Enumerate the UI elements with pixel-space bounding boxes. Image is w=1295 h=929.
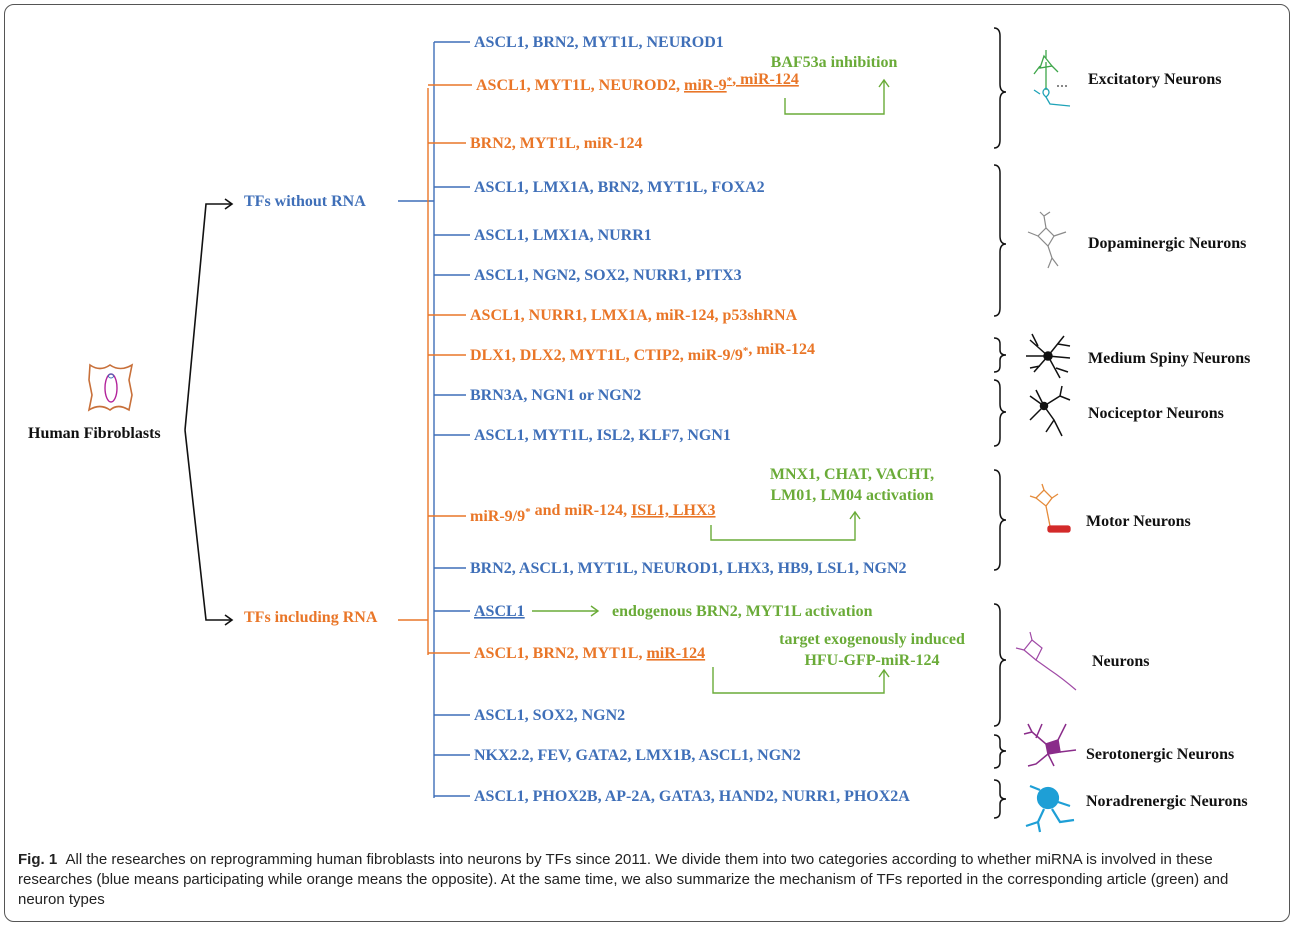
neuron-type-label: Nociceptor Neurons [1088, 405, 1224, 422]
neuron-icon [1015, 631, 1077, 691]
neuron-type-label: Medium Spiny Neurons [1088, 350, 1250, 367]
factor-row: ASCL1, SOX2, NGN2 [474, 707, 625, 724]
factor-row: ASCL1 [474, 603, 525, 620]
caption-text: All the researches on reprogramming huma… [18, 851, 1229, 908]
figure-frame [4, 4, 1290, 922]
neuron-type-label: Excitatory Neurons [1088, 71, 1221, 88]
mechanism-label: LM01, LM04 activation [770, 487, 933, 504]
mechanism-label: MNX1, CHAT, VACHT, [770, 466, 934, 483]
branch-tfs-including-rna: TFs including RNA [244, 609, 378, 626]
factor-row: miR-9/9* and miR-124, ISL1, LHX3 [470, 502, 716, 525]
dopaminergic-neuron-icon [1027, 211, 1067, 269]
factor-row: DLX1, DLX2, MYT1L, CTIP2, miR-9/9*, miR-… [470, 341, 815, 364]
mechanism-label: BAF53a inhibition [771, 54, 898, 71]
figure-caption: Fig. 1 All the researches on reprogrammi… [18, 850, 1278, 910]
factor-row: ASCL1, LMX1A, NURR1 [474, 227, 652, 244]
noradrenergic-neuron-icon [1025, 784, 1075, 833]
factor-row: ASCL1, PHOX2B, AP-2A, GATA3, HAND2, NURR… [474, 788, 910, 805]
branch-tfs-without-rna: TFs without RNA [244, 193, 366, 210]
neuron-type-label: Dopaminergic Neurons [1088, 235, 1246, 252]
motor-neuron-icon [1029, 483, 1071, 533]
factor-row: ASCL1, BRN2, MYT1L, miR-124 [474, 645, 705, 662]
fibroblast-cell-icon [87, 363, 134, 412]
mechanism-label: target exogenously induced [779, 631, 965, 648]
branch-connectors [398, 42, 435, 798]
root-fork [184, 198, 234, 626]
root-label: Human Fibroblasts [28, 425, 161, 442]
excitatory-neuron-icon [1033, 50, 1071, 107]
factor-row: ASCL1, LMX1A, BRN2, MYT1L, FOXA2 [474, 179, 765, 196]
medium-spiny-neuron-icon [1026, 333, 1071, 379]
factor-row: BRN2, ASCL1, MYT1L, NEUROD1, LHX3, HB9, … [470, 560, 907, 577]
factor-row: ASCL1, NURR1, LMX1A, miR-124, p53shRNA [470, 307, 798, 324]
neuron-type-label: Neurons [1092, 653, 1150, 670]
neuron-type-label: Serotonergic Neurons [1086, 746, 1234, 763]
row-ticks [428, 41, 472, 797]
neuron-type-label: Motor Neurons [1086, 513, 1191, 530]
mechanism-arrow-exogenous [712, 667, 885, 694]
group-brackets [993, 27, 1007, 819]
mechanism-arrow-baf53a [784, 80, 885, 115]
nociceptor-neuron-icon [1029, 385, 1071, 437]
mechanism-arrows [532, 78, 890, 694]
factor-row: BRN2, MYT1L, miR-124 [470, 135, 642, 152]
factor-row: ASCL1, MYT1L, NEUROD2, miR-9*, miR-124 [476, 71, 799, 94]
factor-row: ASCL1, NGN2, SOX2, NURR1, PITX3 [474, 267, 742, 284]
factor-row: NKX2.2, FEV, GATA2, LMX1B, ASCL1, NGN2 [474, 747, 801, 764]
mechanism-label: HFU-GFP-miR-124 [804, 652, 939, 669]
factor-row: ASCL1, BRN2, MYT1L, NEUROD1 [474, 34, 724, 51]
neuron-type-label: Noradrenergic Neurons [1086, 793, 1248, 810]
factor-row: ASCL1, MYT1L, ISL2, KLF7, NGN1 [474, 427, 731, 444]
factor-row: BRN3A, NGN1 or NGN2 [470, 387, 641, 404]
serotonergic-neuron-icon [1023, 723, 1077, 767]
mechanism-label: endogenous BRN2, MYT1L activation [612, 603, 873, 620]
caption-label: Fig. 1 [18, 851, 58, 868]
mechanism-arrow-motor [710, 512, 856, 541]
